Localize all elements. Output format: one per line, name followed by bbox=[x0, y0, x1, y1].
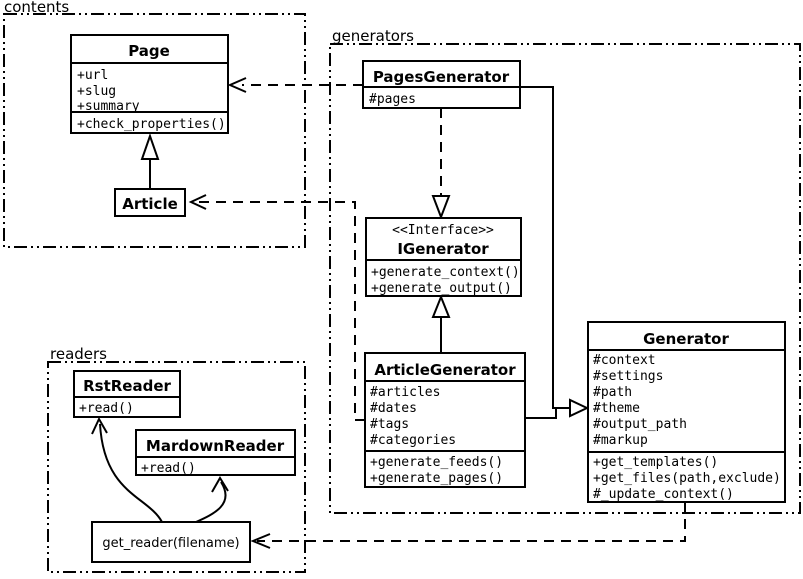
method: +get_templates() bbox=[593, 455, 718, 470]
method: +read() bbox=[141, 461, 196, 476]
package-generators-border bbox=[329, 43, 801, 514]
method: +read() bbox=[79, 401, 134, 416]
dependency-generator-to-getreader bbox=[250, 502, 686, 549]
class-mardownreader-title: MardownReader bbox=[146, 437, 285, 455]
method: +generate_feeds() bbox=[370, 455, 503, 470]
class-generator: Generator #context #settings #path #them… bbox=[587, 321, 786, 503]
function-getreader: get_reader(filename) bbox=[91, 521, 251, 563]
dependency-articlegenerator-to-article bbox=[188, 194, 365, 421]
attribute: +slug bbox=[77, 84, 116, 99]
generalization-generators-to-generator bbox=[520, 86, 590, 419]
open-arrowhead-icon bbox=[188, 194, 207, 210]
class-articlegenerator-box bbox=[364, 352, 526, 488]
method: +generate_output() bbox=[371, 281, 512, 296]
class-article-box bbox=[114, 188, 186, 217]
attribute: #settings bbox=[593, 369, 663, 384]
class-article: Article bbox=[114, 188, 186, 217]
curved-line bbox=[99, 423, 163, 523]
function-getreader-label: get_reader(filename) bbox=[102, 536, 239, 551]
attribute: #categories bbox=[370, 433, 456, 448]
method: #_update_context() bbox=[593, 487, 734, 502]
arrow-getreader-to-rstreader bbox=[91, 416, 163, 523]
class-articlegenerator: ArticleGenerator #articles #dates #tags … bbox=[364, 352, 526, 488]
attribute: #articles bbox=[370, 385, 440, 400]
class-article-title: Article bbox=[122, 195, 178, 213]
generalization-article-to-page bbox=[140, 132, 160, 189]
package-contents: contents bbox=[3, 0, 306, 248]
open-arrowhead-icon bbox=[91, 416, 108, 435]
attribute: +summary bbox=[77, 99, 140, 114]
hollow-triangle-icon bbox=[431, 294, 451, 318]
dependency-line bbox=[194, 201, 365, 421]
class-pagesgenerator: PagesGenerator #pages bbox=[362, 60, 521, 109]
class-pagesgenerator-box bbox=[362, 60, 521, 109]
open-arrowhead-icon bbox=[227, 77, 247, 93]
class-articlegenerator-title: ArticleGenerator bbox=[374, 361, 516, 379]
class-generator-title: Generator bbox=[643, 330, 729, 348]
method: +generate_pages() bbox=[370, 471, 503, 486]
package-contents-label: contents bbox=[4, 0, 69, 16]
function-getreader-box bbox=[91, 521, 251, 563]
package-generators: generators bbox=[329, 27, 801, 514]
package-readers-border bbox=[47, 361, 306, 573]
method: +check_properties() bbox=[77, 117, 226, 132]
class-mardownreader-box bbox=[135, 429, 296, 476]
attribute: #tags bbox=[370, 417, 409, 432]
dependency-pagesgenerator-to-page bbox=[227, 77, 363, 93]
attribute: #context bbox=[593, 353, 656, 368]
curved-line bbox=[195, 481, 227, 523]
class-pagesgenerator-title: PagesGenerator bbox=[373, 68, 510, 86]
arrow-getreader-to-mardownreader bbox=[195, 476, 229, 523]
branch-line-articlegenerator bbox=[525, 408, 557, 419]
class-igenerator: <<Interface>> IGenerator +generate_conte… bbox=[365, 217, 522, 297]
attribute: +url bbox=[77, 68, 108, 83]
attribute: #path bbox=[593, 385, 632, 400]
realization-pagesgenerator-to-igenerator bbox=[431, 108, 451, 220]
class-rstreader: RstReader +read() bbox=[73, 370, 181, 418]
generalization-articlegenerator-to-igenerator bbox=[431, 294, 451, 353]
hollow-triangle-icon bbox=[569, 398, 590, 418]
class-rstreader-title: RstReader bbox=[83, 377, 171, 395]
package-readers-label: readers bbox=[50, 345, 107, 363]
package-contents-border bbox=[3, 13, 306, 248]
class-mardownreader: MardownReader +read() bbox=[135, 429, 296, 476]
hollow-triangle-icon bbox=[140, 132, 160, 160]
dependency-line bbox=[257, 502, 686, 542]
class-rstreader-box bbox=[73, 370, 181, 418]
class-page-title: Page bbox=[128, 42, 170, 60]
attribute: #dates bbox=[370, 401, 417, 416]
trunk-line-pagesgenerator bbox=[520, 86, 570, 409]
open-arrowhead-icon bbox=[211, 476, 229, 493]
open-arrowhead-icon bbox=[250, 533, 271, 549]
package-generators-label: generators bbox=[332, 27, 414, 45]
class-igenerator-box bbox=[365, 217, 522, 297]
method: +get_files(path,exclude) bbox=[593, 471, 781, 486]
class-page: Page +url +slug +summary +check_properti… bbox=[70, 34, 229, 134]
class-igenerator-title: IGenerator bbox=[397, 240, 489, 258]
class-page-box bbox=[70, 34, 229, 134]
attribute: #markup bbox=[593, 433, 648, 448]
method: +generate_context() bbox=[371, 265, 520, 280]
attribute: #pages bbox=[369, 92, 416, 107]
class-generator-box bbox=[587, 321, 786, 503]
attribute: #output_path bbox=[593, 417, 687, 432]
attribute: #theme bbox=[593, 401, 640, 416]
hollow-triangle-icon bbox=[431, 195, 451, 220]
package-readers: readers bbox=[47, 345, 306, 573]
class-igenerator-stereotype: <<Interface>> bbox=[392, 223, 494, 238]
